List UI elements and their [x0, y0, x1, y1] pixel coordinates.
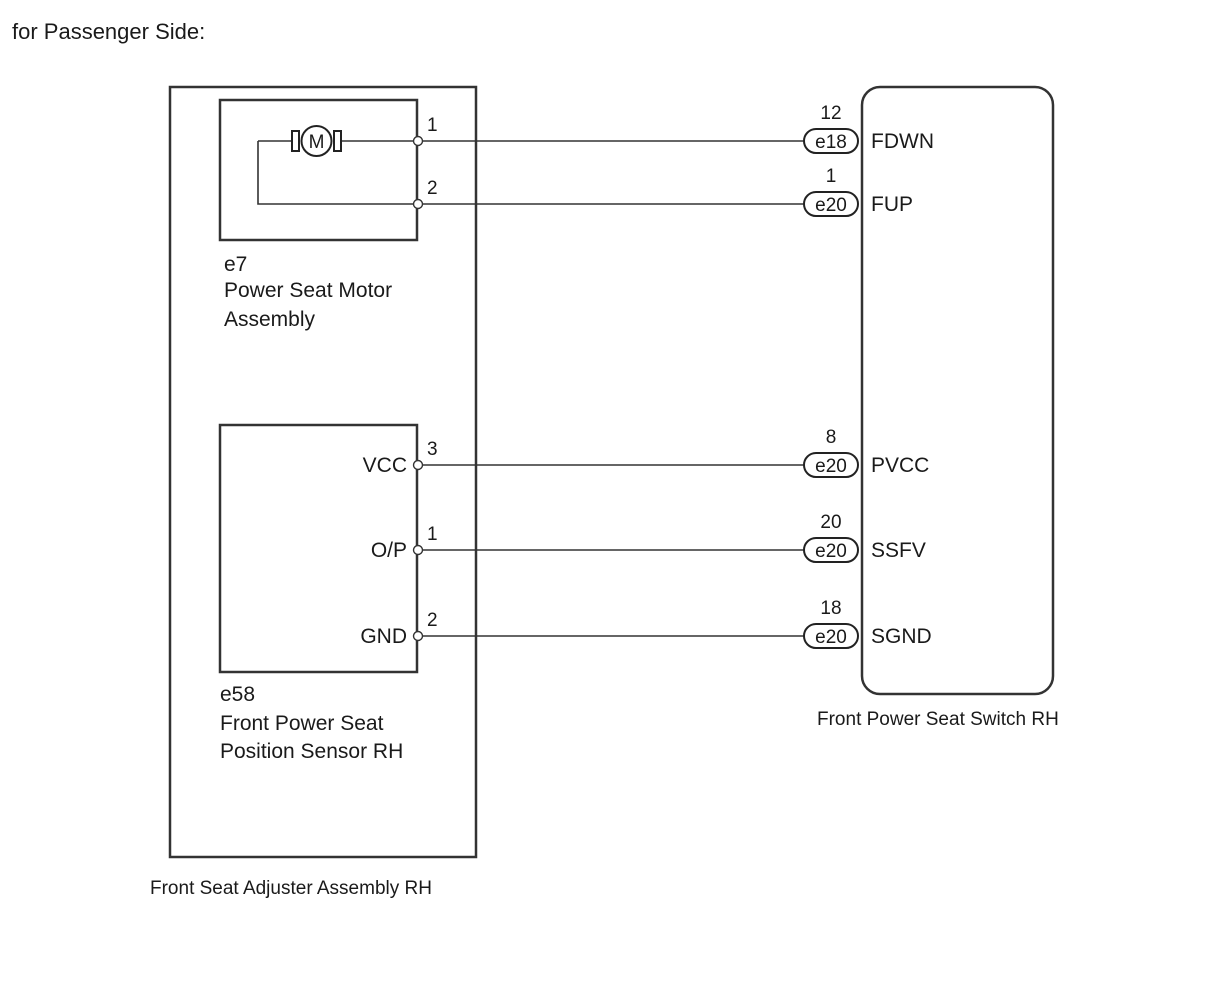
terminal-signal: FDWN	[871, 130, 934, 153]
motor-assembly-box	[218, 98, 419, 242]
terminal-connector-id: e20	[815, 627, 847, 648]
terminal-connector-id: e20	[815, 456, 847, 477]
connector-pill	[803, 623, 859, 649]
motor-icon: M	[291, 125, 342, 157]
terminal-signal: SSFV	[871, 539, 926, 562]
motor-symbol-letter: M	[309, 132, 325, 153]
terminal-signal: SGND	[871, 625, 932, 648]
sensor-pin-number: 3	[427, 439, 438, 460]
adjuster-assembly-box	[168, 85, 478, 859]
motor-pin-terminal	[412, 198, 424, 210]
terminal-pin-number: 8	[826, 427, 837, 448]
motor-loop-wire	[257, 141, 418, 205]
motor-name-line1: Power Seat Motor	[224, 279, 392, 302]
diagram-title: for Passenger Side:	[12, 19, 205, 44]
switch-box	[860, 85, 1055, 696]
switch-terminal-ssfv: e20 20 SSFV	[803, 512, 926, 563]
sensor-pin-label: VCC	[363, 454, 407, 477]
switch-terminal-fup: e20 1 FUP	[803, 166, 913, 217]
sensor-pin-label: GND	[360, 625, 407, 648]
sensor-connector-id: e58	[220, 683, 255, 706]
sensor-pin-terminal	[412, 630, 424, 642]
motor-pin-number: 2	[427, 178, 438, 199]
switch-terminal-sgnd: e20 18 SGND	[803, 598, 932, 649]
sensor-pin-number: 2	[427, 610, 438, 631]
terminal-signal: PVCC	[871, 454, 929, 477]
switch-terminal-fdwn: e18 12 FDWN	[803, 103, 934, 154]
switch-terminal-pvcc: e20 8 PVCC	[803, 427, 929, 478]
adjuster-assembly-label: Front Seat Adjuster Assembly RH	[150, 878, 432, 899]
terminal-pin-number: 18	[820, 598, 841, 619]
motor-pin-number: 1	[427, 115, 438, 136]
motor-connector-id: e7	[224, 253, 247, 276]
terminal-connector-id: e18	[815, 132, 847, 153]
terminal-connector-id: e20	[815, 541, 847, 562]
sensor-pin-number: 1	[427, 524, 438, 545]
terminal-connector-id: e20	[815, 195, 847, 216]
connector-pill	[803, 191, 859, 217]
switch-label: Front Power Seat Switch RH	[817, 709, 1059, 730]
connector-pill	[803, 537, 859, 563]
sensor-name-line1: Front Power Seat	[220, 712, 384, 735]
connector-pill	[803, 128, 859, 154]
sensor-pin-terminal	[412, 544, 424, 556]
terminal-pin-number: 1	[826, 166, 837, 187]
terminal-pin-number: 20	[820, 512, 841, 533]
terminal-signal: FUP	[871, 193, 913, 216]
sensor-name-line2: Position Sensor RH	[220, 740, 403, 763]
motor-name-line2: Assembly	[224, 308, 316, 331]
motor-pin-terminal	[412, 135, 424, 147]
terminal-pin-number: 12	[820, 103, 841, 124]
sensor-pin-terminal	[412, 459, 424, 471]
connector-pill	[803, 452, 859, 478]
sensor-pin-label: O/P	[371, 539, 407, 562]
